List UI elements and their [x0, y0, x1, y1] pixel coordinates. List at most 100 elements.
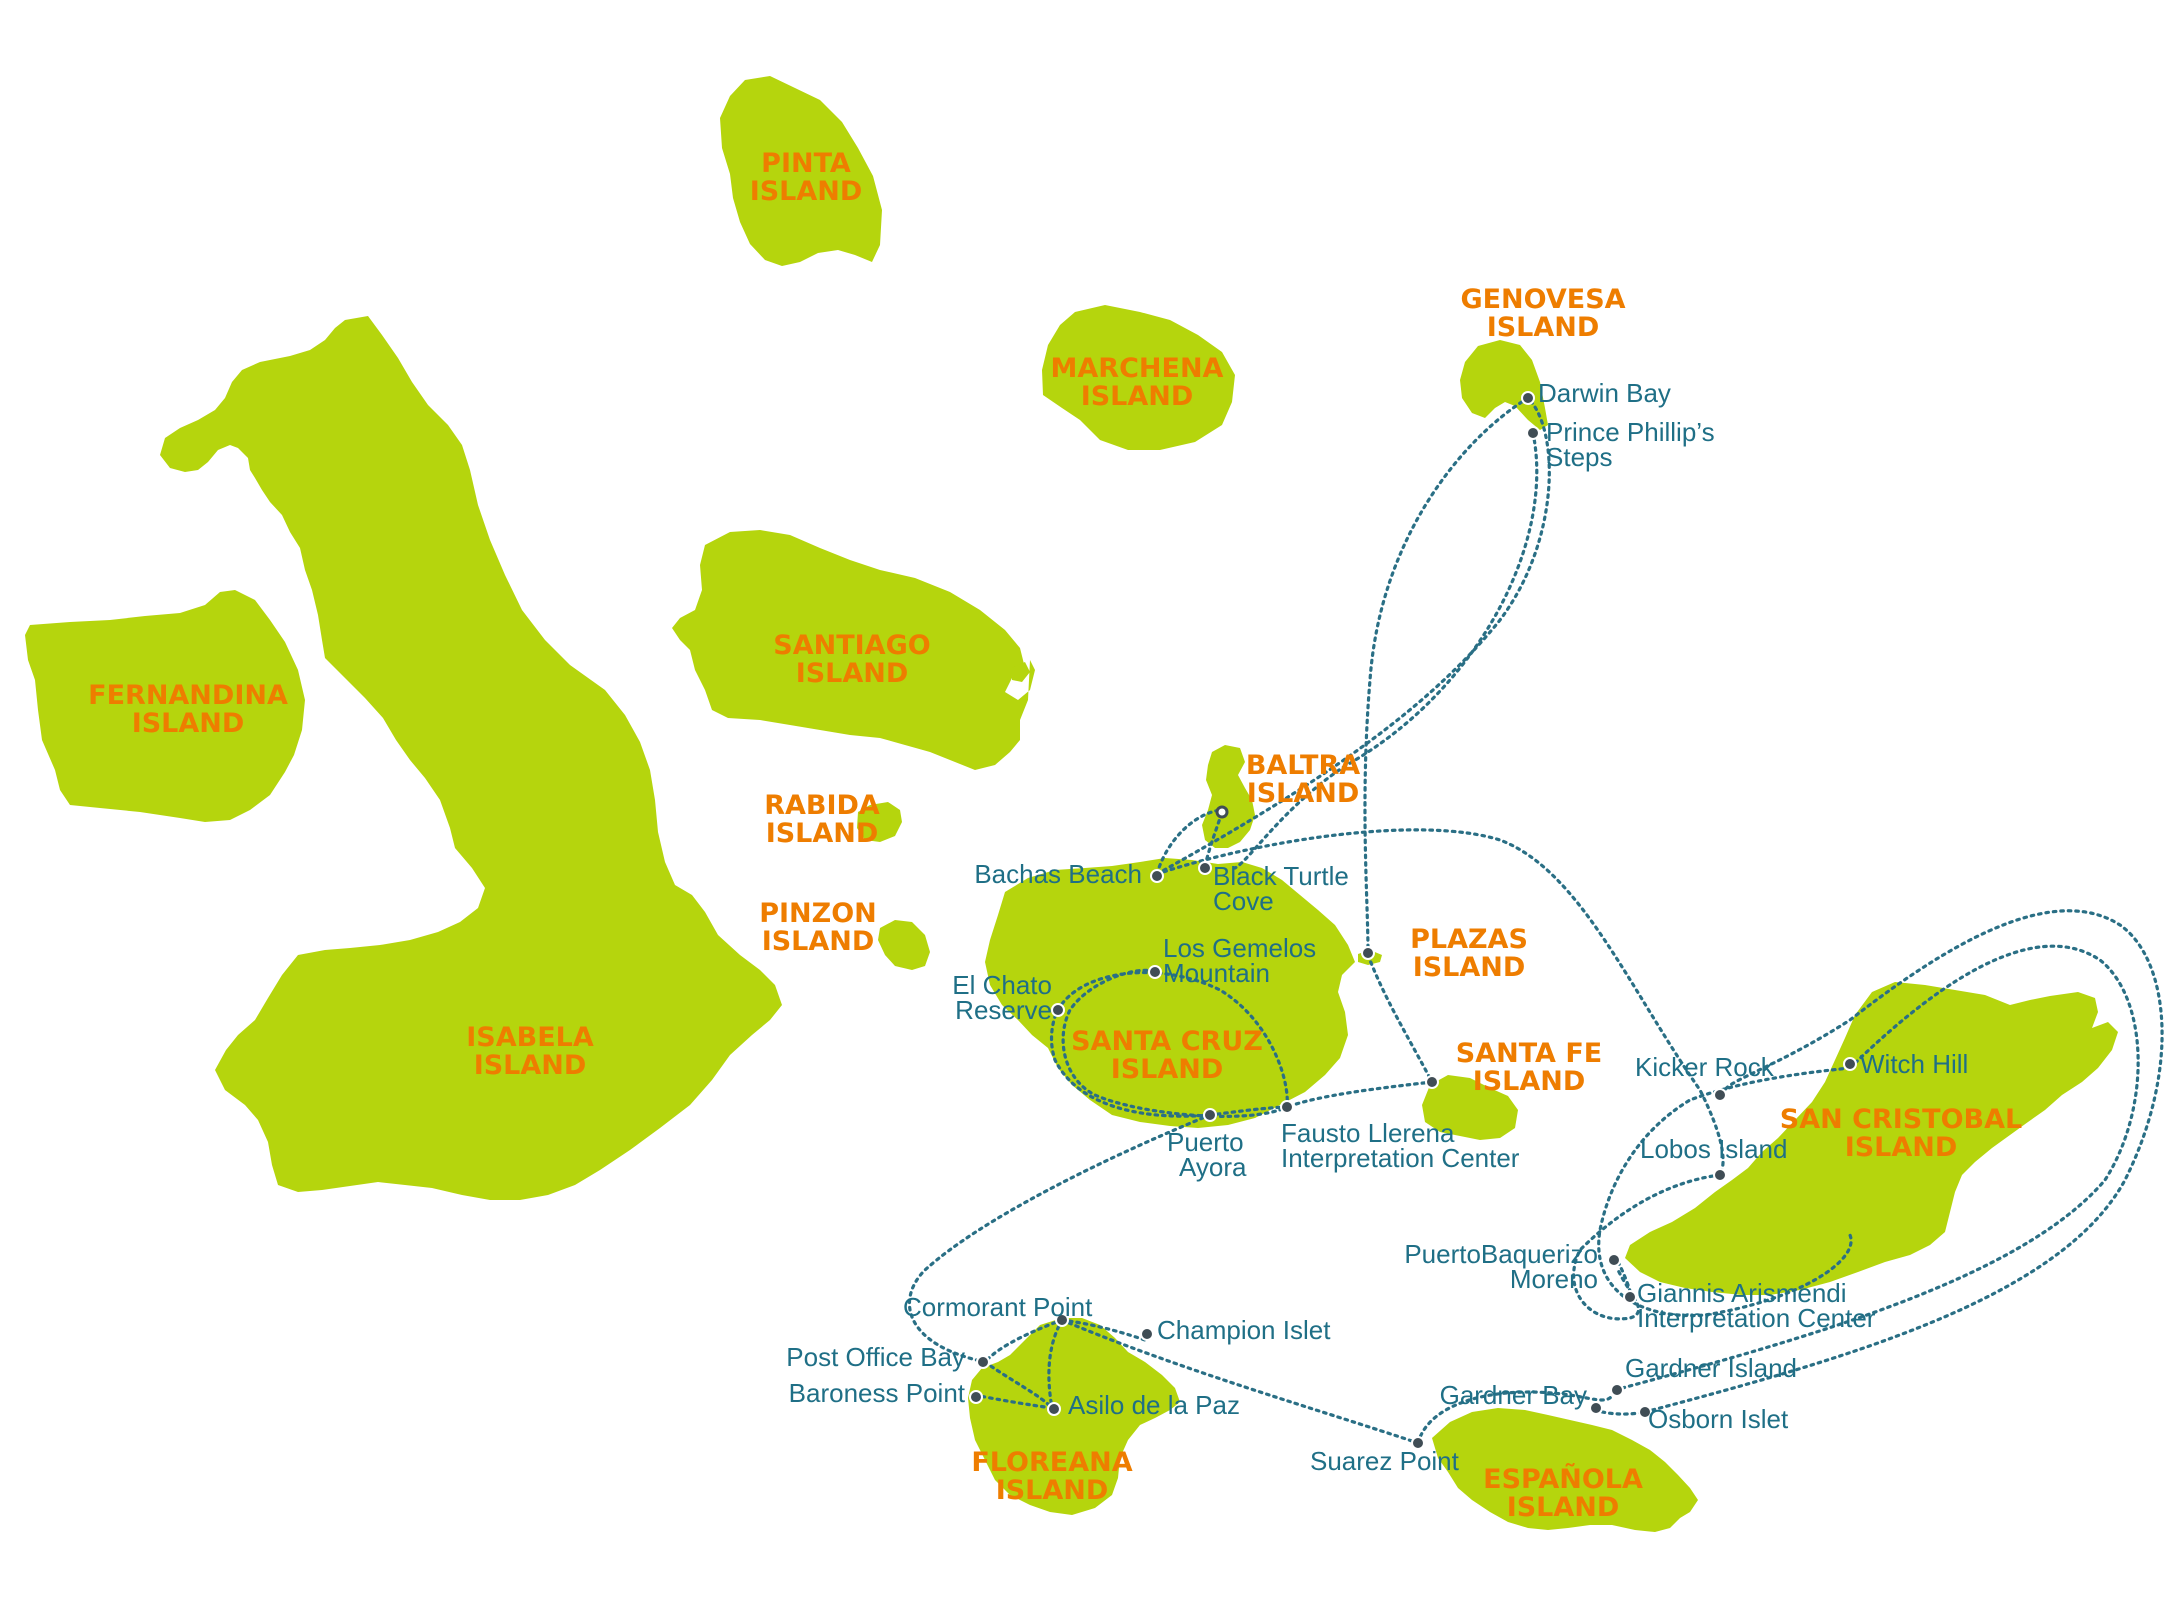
marker-prince-phillips-steps[interactable] [1526, 426, 1540, 440]
route-suarez-gardner [1416, 1388, 1617, 1445]
route-plazas-santa-fe [1366, 953, 1434, 1084]
pinta-island-shape [720, 76, 882, 266]
route-cormorant-champion [1060, 1318, 1147, 1342]
marker-darwin-bay[interactable] [1521, 391, 1535, 405]
marker-gardner-bay[interactable] [1589, 1401, 1603, 1415]
label-champion-islet: Champion Islet [1157, 1315, 1331, 1345]
label-gardner-bay: Gardner Bay [1440, 1380, 1587, 1410]
islands-layer [25, 76, 2118, 1532]
marker-witch-hill[interactable] [1843, 1057, 1857, 1071]
marker-plazas[interactable] [1361, 946, 1375, 960]
route-baltra-lobos [1155, 828, 1725, 1177]
route-lobos-baquerizo-loop [1572, 1173, 1722, 1321]
marker-champion-islet[interactable] [1140, 1327, 1154, 1341]
marker-lobos-island[interactable] [1713, 1168, 1727, 1182]
marker-santa-fe[interactable] [1425, 1075, 1439, 1089]
pinzon-island-shape [878, 920, 930, 970]
isabela-island-shape [160, 316, 782, 1200]
fernandina-island-shape [25, 590, 305, 822]
route-gardner-witch-hill-loop [1613, 944, 2140, 1392]
label-bachas-beach: Bachas Beach [974, 859, 1142, 889]
route-santa-cruz-highlands-loop [1049, 1007, 1212, 1118]
marker-bachas-beach[interactable] [1150, 869, 1164, 883]
marker-osborn-islet[interactable] [1638, 1405, 1652, 1419]
marker-asilo-de-la-paz[interactable] [1047, 1402, 1061, 1416]
label-cormorant-point: Cormorant Point [903, 1292, 1093, 1322]
marchena-island-shape [1042, 305, 1235, 450]
marker-los-gemelos[interactable] [1148, 965, 1162, 979]
route-prince-phillips-loop [1233, 431, 1539, 870]
route-osborn-witch-hill-loop [1643, 909, 2164, 1414]
label-lobos-island: Lobos Island [1640, 1134, 1787, 1164]
marker-fausto-llerena[interactable] [1280, 1100, 1294, 1114]
marker-gardner-island[interactable] [1610, 1383, 1624, 1397]
floreana-island-shape [968, 1318, 1180, 1515]
marker-kicker-rock[interactable] [1713, 1088, 1727, 1102]
espanola-island-shape [1432, 1408, 1698, 1532]
marker-cormorant-point[interactable] [1055, 1313, 1069, 1327]
route-bachas-baltra [1155, 808, 1222, 876]
marker-suarez-point[interactable] [1411, 1436, 1425, 1450]
route-kicker-rock-loop [1597, 1066, 1853, 1318]
san-cristobal-island-shape [1625, 982, 2118, 1295]
route-cormorant-post-office [983, 1318, 1064, 1364]
route-darwin-plazas [1363, 396, 1530, 954]
marker-post-office-bay[interactable] [976, 1355, 990, 1369]
markers-layer [969, 391, 1857, 1450]
marker-baroness-point[interactable] [969, 1390, 983, 1404]
route-bachas-darwin [1155, 396, 1551, 876]
label-osborn-islet: Osborn Islet [1648, 1404, 1789, 1434]
marker-puerto-ayora[interactable] [1203, 1108, 1217, 1122]
label-baroness-point: Baroness Point [789, 1378, 966, 1408]
marker-black-turtle-cove[interactable] [1198, 861, 1212, 875]
santiago-islet-shape [1012, 662, 1030, 682]
route-gemelos-loop [1056, 968, 1289, 1118]
marker-baltra-airport[interactable] [1215, 805, 1229, 819]
marker-giannis-arismendi[interactable] [1623, 1290, 1637, 1304]
route-cormorant-suarez [1060, 1318, 1420, 1445]
label-kicker-rock: Kicker Rock [1635, 1052, 1775, 1082]
label-witch-hill: Witch Hill [1860, 1049, 1968, 1079]
label-asilo-de-la-paz: Asilo de la Paz [1068, 1390, 1240, 1420]
baltra-island-shape [1202, 745, 1255, 848]
label-suarez-point: Suarez Point [1310, 1446, 1460, 1476]
route-ayora-floreana [907, 1113, 1212, 1364]
route-santa-fe-fausto [1285, 1080, 1434, 1109]
marker-el-chato[interactable] [1051, 1003, 1065, 1017]
label-darwin-bay: Darwin Bay [1538, 378, 1671, 408]
route-gardner-osborn [1593, 1408, 1647, 1416]
marker-puerto-baquerizo[interactable] [1607, 1253, 1621, 1267]
santiago-island-shape [672, 530, 1035, 770]
santa-fe-island-shape [1422, 1075, 1518, 1140]
label-gardner-island: Gardner Island [1625, 1353, 1797, 1383]
genovesa-island-shape [1460, 340, 1548, 430]
santa-cruz-island-shape [985, 858, 1355, 1128]
route-fausto-ayora [1208, 1105, 1289, 1117]
